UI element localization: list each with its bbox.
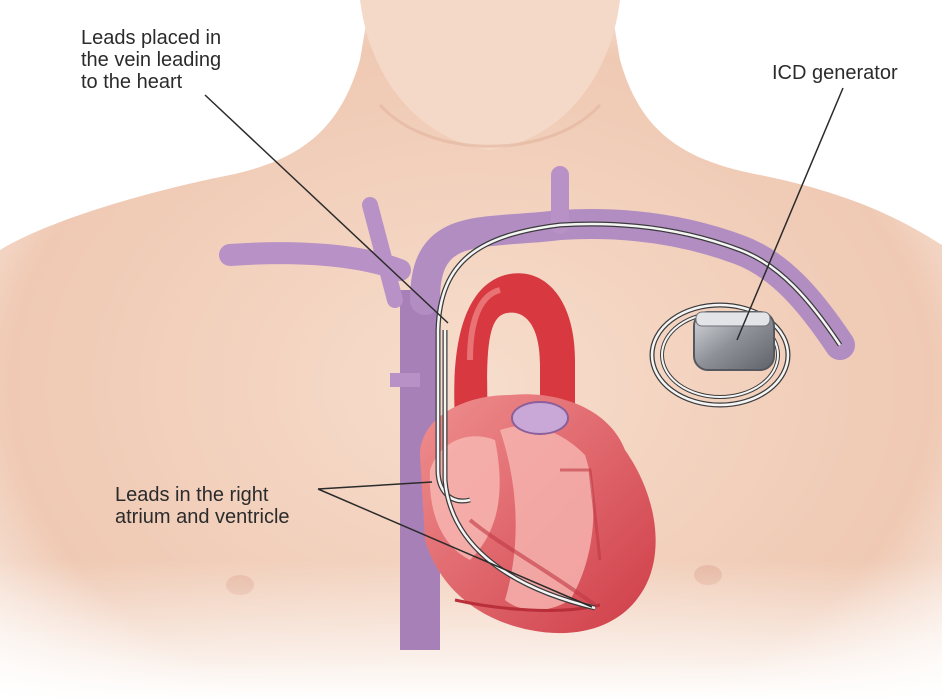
label-icd-generator: ICD generator bbox=[772, 62, 898, 84]
label-leads-heart: Leads in the right atrium and ventricle bbox=[115, 484, 290, 528]
icd-generator-icon bbox=[694, 312, 774, 370]
label-leads-vein: Leads placed in the vein leading to the … bbox=[81, 27, 221, 93]
